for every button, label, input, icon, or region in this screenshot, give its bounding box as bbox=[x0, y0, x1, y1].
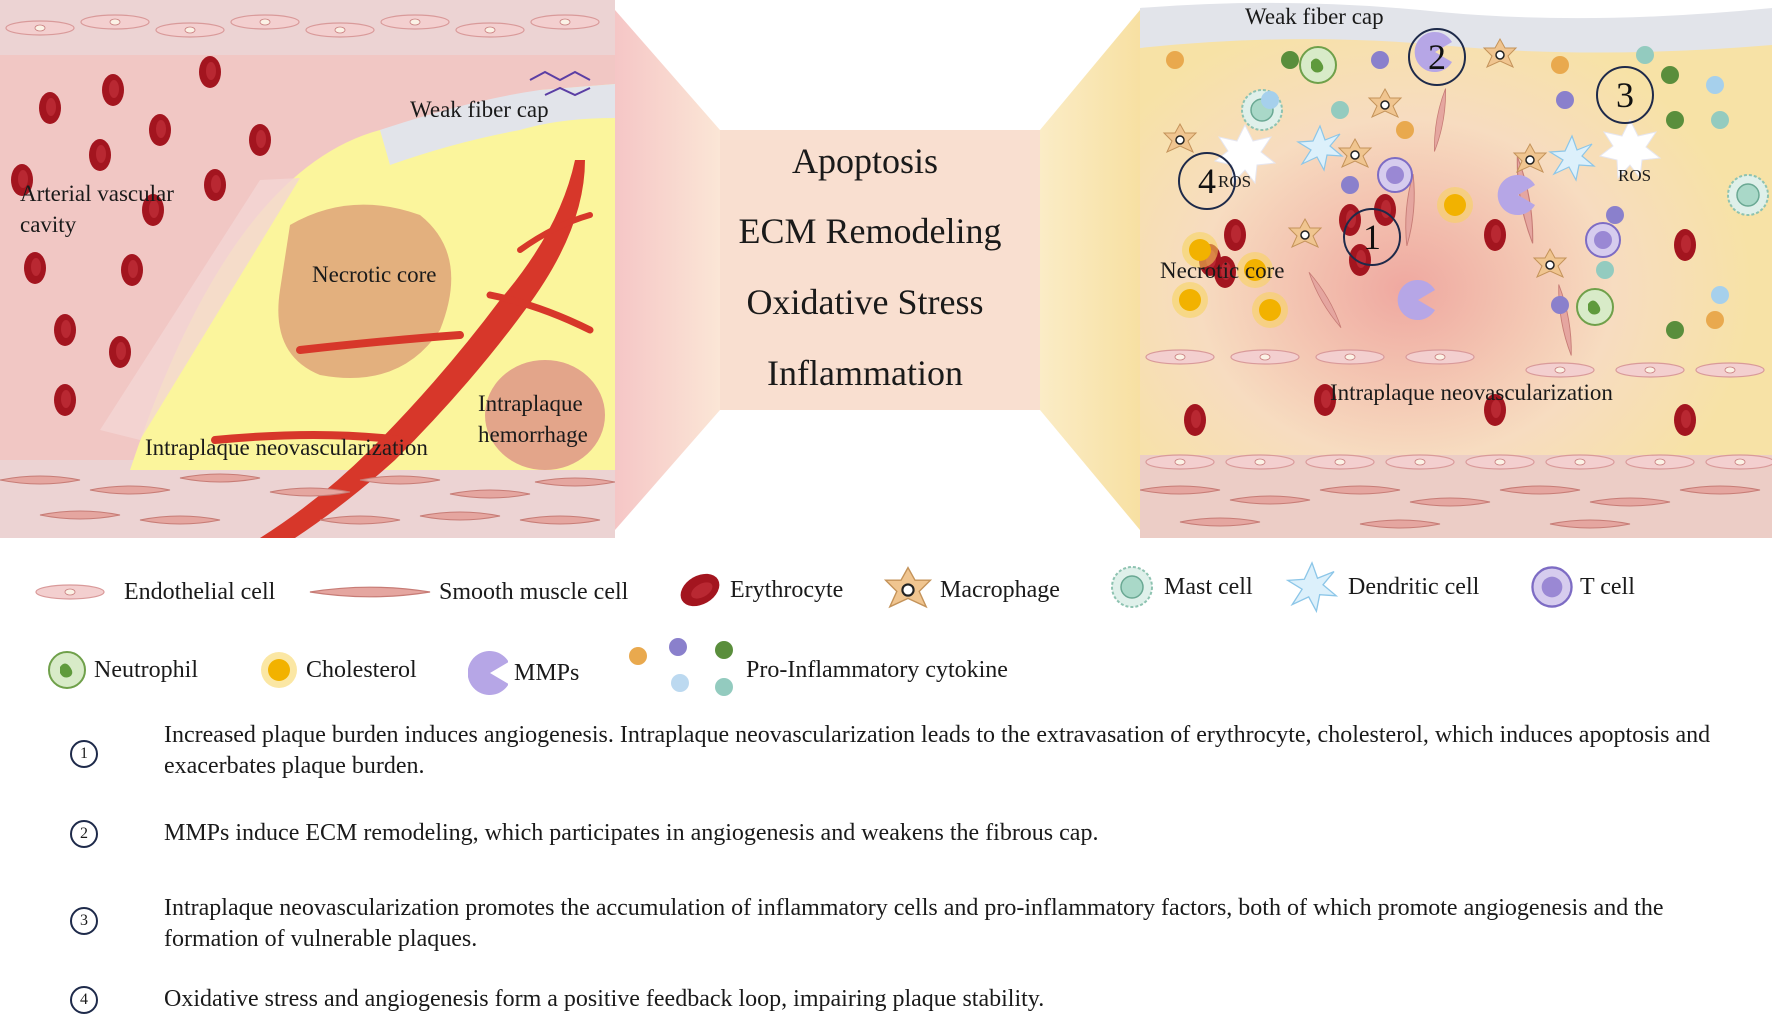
zoom-funnel bbox=[615, 10, 1140, 530]
note-1-text: Increased plaque burden induces angiogen… bbox=[164, 722, 1711, 779]
legend-t-cell: T cell bbox=[1530, 562, 1635, 612]
legend-endothelial-cell: Endothelial cell bbox=[22, 567, 275, 617]
arterial-cavity-label: Arterial vascular cavity bbox=[20, 181, 174, 237]
left-necrotic-label: Necrotic core bbox=[312, 262, 437, 287]
legend-pro-inflammatory-cytokine: Pro-Inflammatory cytokine bbox=[628, 637, 1008, 703]
note-3-number: 3 bbox=[70, 907, 98, 935]
process-zoom-panel: Apoptosis ECM Remodeling Oxidative Stres… bbox=[560, 0, 1160, 538]
marker-2: 2 bbox=[1408, 28, 1466, 86]
right-neovasc-label: Intraplaque neovascularization bbox=[1330, 380, 1613, 405]
dendritic-cell-icon bbox=[1287, 562, 1337, 612]
legend-mmps: MMPs bbox=[468, 648, 579, 698]
left-neovasc-label: Intraplaque neovascularization bbox=[145, 435, 428, 460]
t-cell-icon bbox=[1531, 566, 1573, 608]
marker-1: 1 bbox=[1343, 208, 1401, 266]
process-apoptosis: Apoptosis bbox=[791, 141, 939, 181]
plaque-illustration bbox=[1140, 0, 1772, 538]
note-2-number: 2 bbox=[70, 820, 98, 848]
artery-cross-section-panel: Arterial vascular cavity Weak fiber cap … bbox=[0, 0, 615, 538]
artery-illustration bbox=[0, 0, 615, 538]
ros-label-right: ROS bbox=[1618, 166, 1652, 185]
mmps-icon bbox=[468, 651, 508, 695]
macrophage-icon bbox=[884, 566, 932, 608]
note-1-number: 1 bbox=[70, 740, 98, 768]
legend-dendritic-cell: Dendritic cell bbox=[1282, 562, 1479, 612]
endothelial-cell-icon bbox=[35, 584, 105, 600]
marker-4: 4 bbox=[1178, 152, 1236, 210]
legend-smooth-muscle-cell: Smooth muscle cell bbox=[308, 567, 628, 617]
legend-macrophage: Macrophage bbox=[882, 565, 1060, 615]
process-inflammation: Inflammation bbox=[767, 353, 963, 393]
smooth-muscle-cell-icon bbox=[309, 586, 431, 598]
cholesterol-icon bbox=[261, 652, 297, 688]
neutrophil-icon bbox=[48, 651, 86, 689]
left-weak-cap-label: Weak fiber cap bbox=[410, 97, 549, 122]
right-necrotic-label: Necrotic core bbox=[1160, 258, 1285, 283]
note-4-text: Oxidative stress and angiogenesis form a… bbox=[164, 986, 1045, 1012]
legend-mast-cell: Mast cell bbox=[1106, 562, 1253, 612]
cytokine-marks bbox=[1166, 46, 1729, 339]
note-4-number: 4 bbox=[70, 986, 98, 1014]
note-2-text: MMPs induce ECM remodeling, which partic… bbox=[164, 820, 1099, 846]
hemorrhage-label: Intraplaque hemorrhage bbox=[478, 391, 588, 447]
legend-erythrocyte: Erythrocyte bbox=[676, 565, 843, 615]
process-ecm-remodeling: ECM Remodeling bbox=[738, 211, 1002, 251]
legend-cholesterol: Cholesterol bbox=[258, 645, 417, 695]
cytokine-icon bbox=[629, 638, 733, 696]
erythrocyte-icon bbox=[676, 567, 724, 613]
legend-neutrophil: Neutrophil bbox=[46, 645, 198, 695]
marker-3: 3 bbox=[1596, 66, 1654, 124]
right-weak-cap-label: Weak fiber cap bbox=[1245, 4, 1384, 29]
mast-cell-icon bbox=[1111, 566, 1153, 608]
note-3-text: Intraplaque neovascularization promotes … bbox=[164, 895, 1664, 952]
plaque-detail-panel: Weak fiber cap Necrotic core Intraplaque… bbox=[1140, 0, 1772, 538]
process-oxidative-stress: Oxidative Stress bbox=[746, 282, 984, 322]
